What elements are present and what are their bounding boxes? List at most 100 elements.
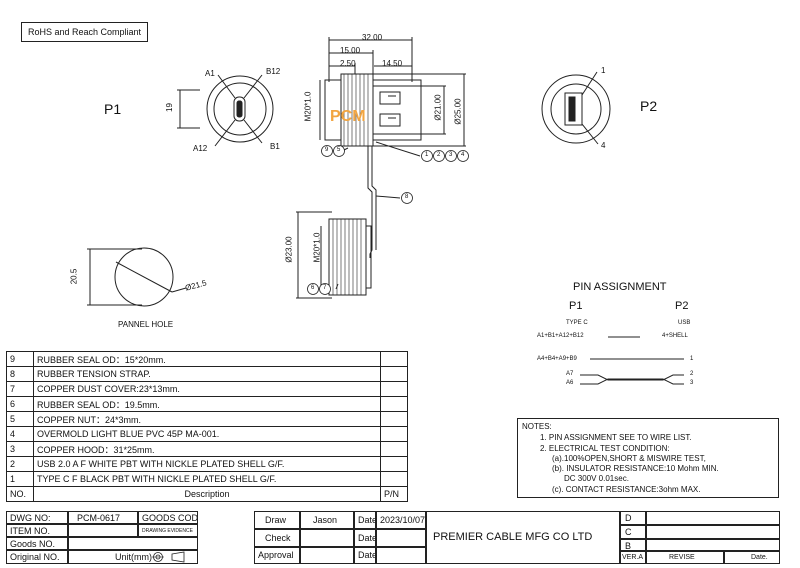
pin-row-left: A7: [566, 371, 574, 377]
note-line: (a).100%OPEN,SHORT & MISWIRE TEST,: [552, 454, 706, 463]
dia-21: Ø21.00: [433, 94, 443, 121]
bom-desc: COPPER NUT：24*3mm.: [33, 411, 381, 427]
revise-date-label: Date.: [724, 551, 780, 564]
bom-desc: OVERMOLD LIGHT BLUE PVC 45P MA-001.: [33, 426, 381, 442]
company-name: PREMIER CABLE MFG CO LTD: [426, 511, 620, 564]
drawing-evidence: DRAWING EVIDENCE: [138, 524, 198, 537]
p2-inner-ring: [550, 83, 602, 135]
check-label: Check: [254, 529, 300, 547]
bom-pn: [380, 411, 408, 427]
pin-assign-p1: P1: [569, 300, 583, 312]
draw-name: Jason: [300, 511, 354, 529]
bom-no: 7: [6, 381, 34, 397]
bom-desc: USB 2.0 A F WHITE PBT WITH NICKLE PLATED…: [33, 456, 381, 472]
pin-row-right: 2: [690, 371, 694, 377]
panel-hole-label: PANNEL HOLE: [118, 320, 174, 329]
bom-no: 5: [6, 411, 34, 427]
dim-15: 15.00: [340, 46, 361, 55]
bom-header-desc: Description: [33, 486, 381, 502]
callout-1: 1: [425, 152, 429, 158]
compliance-box: RoHS and Reach Compliant: [21, 22, 148, 42]
dim-1450: 14.50: [382, 59, 403, 68]
callout-7: 7: [323, 285, 327, 291]
bom-no: 3: [6, 441, 34, 457]
callout-4: 4: [461, 152, 465, 158]
bom-pn: [380, 381, 408, 397]
callout-6: 6: [311, 285, 315, 291]
bom-desc: TYPE C F BLACK PBT WITH NICKLE PLATED SH…: [33, 471, 381, 487]
note-line: (c). CONTACT RESISTANCE:3ohm MAX.: [552, 485, 701, 494]
notes-title: NOTES:: [522, 422, 552, 431]
goods-no-label: Goods NO.: [6, 537, 68, 550]
p2-label: P2: [640, 98, 658, 114]
date-label: Date: [354, 511, 376, 529]
date-label: Date: [354, 547, 376, 564]
rev-c-desc: [646, 525, 780, 539]
p1-typec-tongue: [236, 100, 243, 118]
original-no-label: Original NO.: [6, 550, 68, 564]
panel-hole-height: 20.5: [69, 268, 79, 285]
rev-b-desc: [646, 539, 780, 551]
rev-c: C: [620, 525, 646, 539]
pin-assignment-title: PIN ASSIGNMENT: [573, 281, 667, 293]
dim-32: 32.00: [362, 33, 383, 42]
bom-no: 9: [6, 351, 34, 367]
p1-outer-ring: [206, 75, 274, 143]
pin-row-left: A6: [566, 380, 574, 386]
bom-header-no: NO.: [6, 486, 34, 502]
bom-pn: [380, 441, 408, 457]
approval-label: Approval: [254, 547, 300, 564]
draw-label: Draw: [254, 511, 300, 529]
projection-symbol-icon: [152, 551, 185, 563]
bom-no: 1: [6, 471, 34, 487]
pin-assign-p1-type: TYPE C: [566, 320, 588, 326]
pin-a12: A12: [193, 144, 208, 153]
rev-d-desc: [646, 511, 780, 525]
bom-pn: [380, 366, 408, 382]
callout-9: 9: [325, 147, 329, 153]
pin-row-left: A1+B1+A12+B12: [537, 333, 584, 339]
item-no-label: ITEM NO.: [6, 524, 68, 537]
dia-25: Ø25.00: [453, 98, 463, 125]
revise-label: REVISE: [646, 551, 724, 564]
p1-label: P1: [104, 101, 122, 117]
bom-pn: [380, 456, 408, 472]
rev-b: B: [620, 539, 646, 551]
bom-pn: [380, 471, 408, 487]
pin-row-right: 3: [690, 380, 694, 386]
goods-code-label: GOODS CODE: [138, 511, 198, 524]
p1-inner-ring: [213, 82, 267, 136]
ver-a: VER.A: [620, 551, 646, 564]
callout-8: 8: [405, 194, 409, 200]
callout-2: 2: [437, 152, 441, 158]
goods-no-value: [68, 537, 198, 550]
bom-desc: RUBBER SEAL OD：19.5mm.: [33, 396, 381, 412]
pin-row-left: A4+B4+A9+B9: [537, 356, 577, 362]
bom-desc: RUBBER SEAL OD：15*20mm.: [33, 351, 381, 367]
bom-no: 4: [6, 426, 34, 442]
pin-row-right: 4+SHELL: [662, 333, 688, 339]
pcm-watermark: PCM: [330, 108, 366, 125]
dust-cover: [328, 218, 367, 296]
p2-outer-ring: [541, 74, 611, 144]
dwg-no-label: DWG NO:: [6, 511, 68, 524]
pin-assign-p2-type: USB: [678, 320, 691, 326]
bom-pn: [380, 351, 408, 367]
compliance-text: RoHS and Reach Compliant: [28, 27, 142, 37]
pin-row-right: 1: [690, 356, 694, 362]
unit-label: Unit(mm): [68, 550, 198, 564]
note-line: 2. ELECTRICAL TEST CONDITION:: [540, 444, 670, 453]
notes-box: NOTES: 1. PIN ASSIGNMENT SEE TO WIRE LIS…: [517, 418, 779, 498]
bom-header-pn: P/N: [380, 486, 408, 502]
pin-assign-p2: P2: [675, 300, 689, 312]
bom-pn: [380, 426, 408, 442]
p2-pin4: 4: [601, 141, 606, 150]
bom-no: 6: [6, 396, 34, 412]
pin-a1: A1: [205, 69, 215, 78]
dia-23: Ø23.00: [284, 236, 294, 263]
